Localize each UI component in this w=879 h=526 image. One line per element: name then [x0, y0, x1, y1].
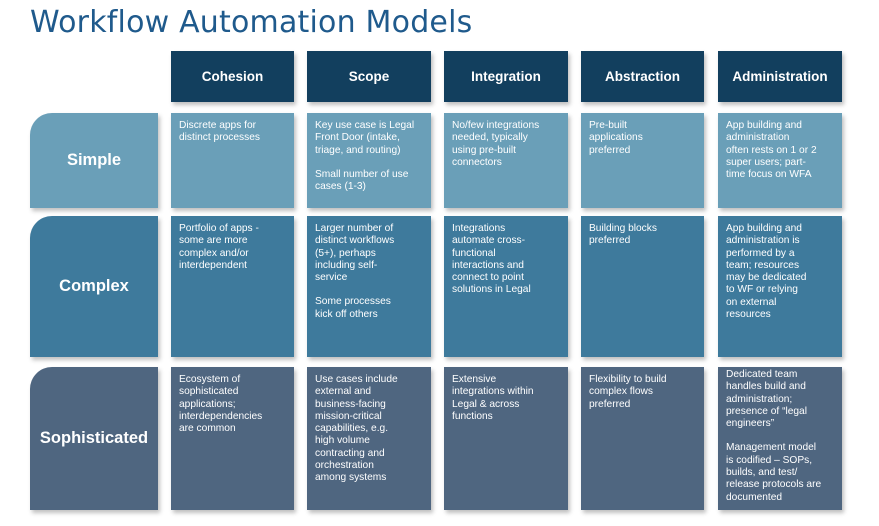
cell-complex-cohesion: Portfolio of apps - some are more comple… [171, 216, 294, 357]
cell-sophisticated-cohesion: Ecosystem of sophisticated applications;… [171, 367, 294, 510]
row-label-simple: Simple [30, 113, 158, 208]
cell-text: Ecosystem of sophisticated applications;… [179, 374, 263, 435]
cell-complex-scope: Larger number of distinct workflows (5+)… [307, 216, 431, 357]
row-label-complex: Complex [30, 216, 158, 357]
cell-text: Pre-built applications preferred [589, 120, 643, 156]
cell-text: Integrations automate cross- functional … [452, 223, 531, 296]
cell-text: Extensive integrations within Legal & ac… [452, 374, 534, 422]
cell-text: Flexibility to build complex flows prefe… [589, 374, 667, 410]
cell-simple-integration: No/few integrations needed, typically us… [444, 113, 568, 208]
cell-text: Use cases include external and business-… [315, 374, 398, 484]
cell-text: Larger number of distinct workflows (5+)… [315, 223, 395, 284]
page-title: Workflow Automation Models [30, 5, 473, 40]
column-header-cohesion: Cohesion [171, 51, 294, 102]
cell-simple-scope: Key use case is Legal Front Door (intake… [307, 113, 431, 208]
cell-sophisticated-integration: Extensive integrations within Legal & ac… [444, 367, 568, 510]
cell-sophisticated-abstraction: Flexibility to build complex flows prefe… [581, 367, 704, 510]
cell-sophisticated-administration: Dedicated team handles build and adminis… [718, 367, 842, 510]
cell-simple-abstraction: Pre-built applications preferred [581, 113, 704, 208]
column-header-administration: Administration [718, 51, 842, 102]
cell-text: Small number of use cases (1-3) [315, 168, 409, 193]
cell-text: No/few integrations needed, typically us… [452, 120, 540, 168]
cell-text: Key use case is Legal Front Door (intake… [315, 120, 415, 156]
column-header-scope: Scope [307, 51, 431, 102]
cell-text: Discrete apps for distinct processes [179, 120, 260, 144]
cell-complex-integration: Integrations automate cross- functional … [444, 216, 568, 357]
cell-simple-cohesion: Discrete apps for distinct processes [171, 113, 294, 208]
cell-complex-administration: App building and administration is perfo… [718, 216, 842, 357]
cell-text: Portfolio of apps - some are more comple… [179, 223, 259, 271]
cell-text: Building blocks preferred [589, 223, 657, 247]
column-header-integration: Integration [444, 51, 568, 102]
cell-text: App building and administration often re… [726, 120, 817, 181]
cell-text: Some processes kick off others [315, 296, 391, 320]
cell-text: Dedicated team handles build and adminis… [726, 369, 807, 430]
column-header-abstraction: Abstraction [581, 51, 704, 102]
cell-simple-administration: App building and administration often re… [718, 113, 842, 208]
cell-complex-abstraction: Building blocks preferred [581, 216, 704, 357]
row-label-sophisticated: Sophisticated [30, 367, 158, 510]
cell-text: App building and administration is perfo… [726, 223, 807, 321]
cell-sophisticated-scope: Use cases include external and business-… [307, 367, 431, 510]
cell-text: Management model is codified – SOPs, bui… [726, 442, 822, 503]
